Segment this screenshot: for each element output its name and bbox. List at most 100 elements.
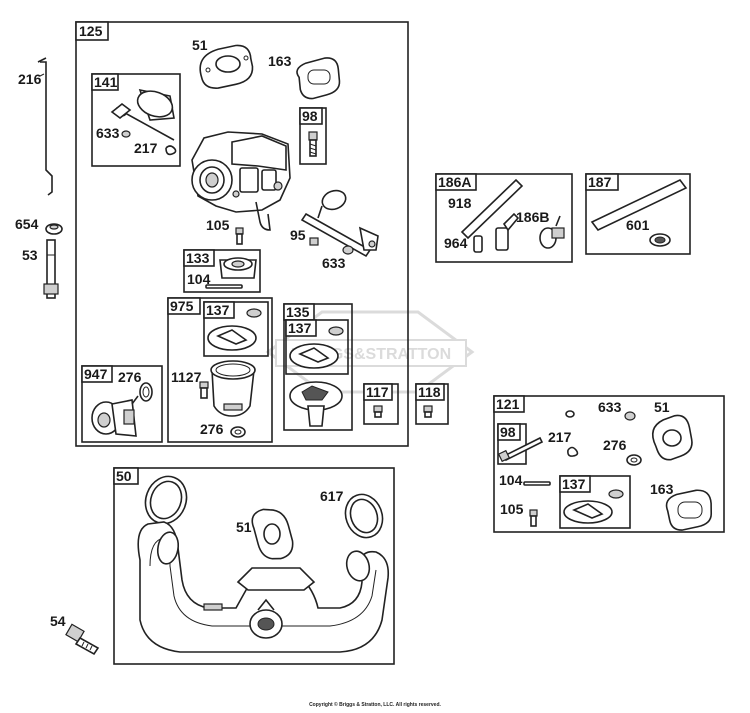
part-float-bowl-1127 [210,360,256,417]
box-137-a-tag [203,301,235,319]
box-135-label: 135 [286,304,310,320]
box-98-top-tag [299,107,323,125]
part-stud-53 [43,239,59,299]
label-163-box121: 163 [650,481,674,497]
label-95: 95 [290,227,306,243]
box-186a-frame [435,173,573,263]
box-947-label: 947 [84,366,108,382]
part-jet-117 [373,405,383,418]
part-gasket-163-box121 [665,489,713,531]
box-187-frame [585,173,691,255]
label-104-box121: 104 [499,472,523,488]
box-50-tag [113,467,139,485]
box-98-top-label: 98 [302,108,318,124]
part-gasket-51-top [199,44,254,89]
box-975-frame [167,297,273,443]
box-133-label: 133 [186,250,210,266]
box-50-frame [113,467,395,665]
part-fuel-line-918 [460,178,524,240]
label-51-box50: 51 [236,519,252,535]
label-105-box121: 105 [500,501,524,517]
box-137-c-frame [559,475,631,529]
label-217-box121: 217 [548,429,572,445]
part-washer-276-box947 [139,382,153,402]
label-104-box133: 104 [187,271,211,287]
part-choke-shaft [300,189,379,258]
label-964: 964 [444,235,468,251]
part-gasket-kit-137-c [563,489,624,524]
part-screw-98-top [308,131,318,157]
box-133-tag [183,249,215,267]
part-gasket-kit-137-a [207,308,262,351]
part-clamp-601 [649,233,671,247]
part-gasket-kit-137-b [289,326,344,369]
part-gasket-163-top [296,57,341,100]
box-137-b-label: 137 [288,320,312,336]
part-pin-104-box133 [205,284,243,289]
leader-line-216 [39,73,45,77]
part-bolt-54 [65,623,100,656]
box-137-c-label: 137 [562,476,586,492]
part-link-216 [37,57,53,196]
label-1127: 1127 [171,369,202,385]
label-654: 654 [15,216,39,232]
box-121-frame [493,395,725,533]
label-633-box141: 633 [96,125,120,141]
copyright-text: Copyright © Briggs & Stratton, LLC. All … [309,702,441,708]
box-137-b-frame [285,319,349,375]
box-50-label: 50 [116,468,132,484]
label-51-top: 51 [192,37,208,53]
part-fitting-186b [539,215,565,249]
part-screw-98-box121 [497,436,544,463]
part-seal-633-choke [342,245,354,255]
box-947-tag [81,365,113,383]
part-fuel-line-187 [590,178,688,232]
part-screw-105-box121 [529,509,538,527]
box-141-tag [91,73,119,91]
box-118-tag [415,383,445,401]
part-throttle-shaft-141 [110,88,175,141]
box-117-label: 117 [366,384,389,400]
label-276-box121: 276 [603,437,627,453]
label-217-box141: 217 [134,140,158,156]
part-fitting-964 [495,212,520,251]
box-98-b-label: 98 [500,424,516,440]
part-dot-121 [565,410,575,418]
label-54: 54 [50,613,66,629]
part-seal-633-box141 [121,130,131,138]
box-141-frame [91,73,181,167]
box-947-frame [81,365,163,443]
label-53: 53 [22,247,38,263]
part-seal-633-box121 [624,411,636,421]
box-98-b-tag [497,423,521,441]
part-clip-964 [473,235,483,253]
label-633-choke: 633 [322,255,346,271]
part-gasket-51-box121 [651,414,693,461]
box-121-label: 121 [496,396,520,412]
part-intake-manifold [137,521,390,653]
part-nut-654 [45,223,63,235]
box-137-a-frame [203,301,269,357]
label-51-box121: 51 [654,399,670,415]
box-121-tag [493,395,525,413]
part-pin-104-box121 [523,481,551,486]
label-276-box947: 276 [118,369,142,385]
box-975-tag [167,297,201,315]
label-601: 601 [626,217,650,233]
part-solenoid-947 [91,395,139,437]
box-125-frame [75,21,409,447]
box-125-label: 125 [79,23,103,39]
part-gasket-ring-left [144,475,188,525]
box-187-label: 187 [588,174,612,190]
box-137-b-tag [285,319,317,337]
label-216: 216 [18,71,42,87]
box-117-tag [363,383,393,401]
box-125-tag [75,21,109,41]
part-jet-118 [423,405,433,418]
box-187-tag [585,173,619,191]
part-screw-105-box125 [235,227,244,245]
box-137-a-label: 137 [206,302,230,318]
part-carburetor [191,131,291,231]
part-gasket-51-box50 [251,508,294,560]
